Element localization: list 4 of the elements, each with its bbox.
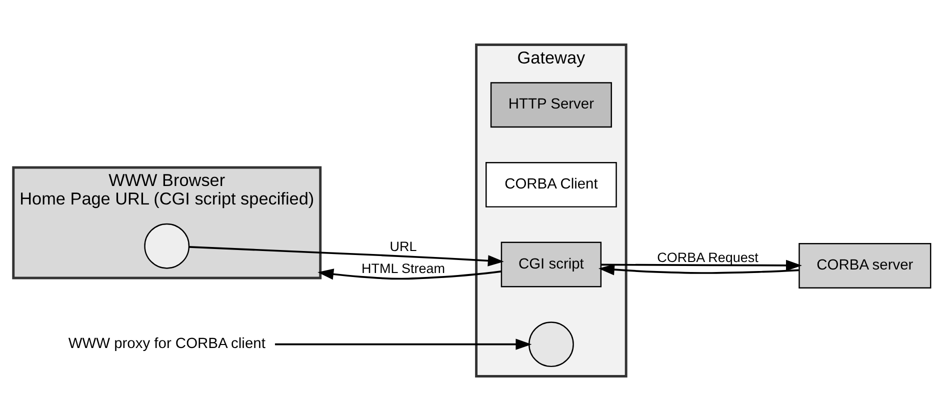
edge-label: HTML Stream — [361, 260, 445, 276]
edge-label: URL — [390, 238, 417, 254]
edge-label: CORBA Request — [657, 249, 758, 264]
node-text: WWW proxy for CORBA client — [68, 336, 266, 352]
